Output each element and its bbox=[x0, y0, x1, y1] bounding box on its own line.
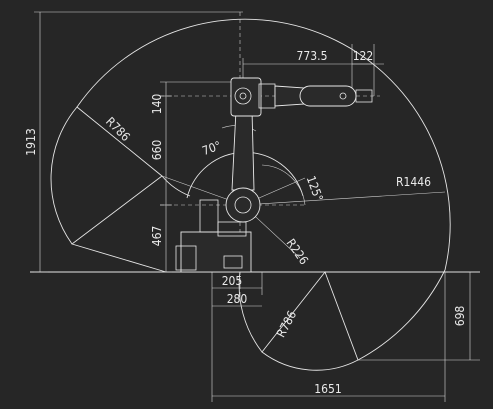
dimension-lines bbox=[34, 11, 480, 402]
j2-angle-arc bbox=[261, 164, 306, 206]
lower-height-label: 467 bbox=[150, 226, 164, 247]
base-motor bbox=[199, 199, 219, 233]
upper-offset-label: 140 bbox=[150, 94, 164, 115]
flange bbox=[355, 89, 373, 103]
inner-reach-arc-lower bbox=[238, 270, 263, 353]
wrist-joint bbox=[339, 92, 347, 100]
below-floor-label: 698 bbox=[453, 306, 467, 327]
robot-base bbox=[180, 231, 252, 273]
base-width-label: 280 bbox=[227, 292, 248, 306]
flange-label: 122 bbox=[353, 49, 374, 63]
base-top bbox=[217, 221, 247, 237]
lower-outer-arc bbox=[357, 269, 446, 361]
arm-reach-label: 773.5 bbox=[297, 49, 328, 63]
lower-reach-sector bbox=[261, 271, 359, 371]
reference-lines bbox=[30, 12, 480, 300]
robot-arm bbox=[175, 77, 373, 273]
lower-arm bbox=[231, 109, 255, 191]
inner-left-arc bbox=[161, 175, 191, 197]
rear-reach-sector bbox=[50, 106, 163, 245]
base-label bbox=[223, 255, 243, 269]
j3-joint-inner bbox=[239, 92, 247, 100]
lower-radius-label: R786 bbox=[274, 308, 300, 340]
outer-reach-arc bbox=[76, 18, 451, 271]
base-offset-label: 205 bbox=[222, 274, 243, 288]
rear-lower-link bbox=[71, 243, 167, 273]
overall-height-label: 1913 bbox=[24, 128, 38, 155]
outer-radius-line bbox=[242, 191, 446, 206]
j3-joint bbox=[234, 87, 252, 105]
base-connector bbox=[175, 245, 197, 271]
outer-radius-label: R1446 bbox=[396, 175, 431, 189]
j3-angle-label: 70° bbox=[200, 138, 223, 158]
inner-radius-label: R226 bbox=[283, 236, 311, 267]
total-width-label: 1651 bbox=[314, 382, 341, 396]
wrist bbox=[299, 85, 357, 107]
upper-arm-label: 660 bbox=[150, 140, 164, 161]
j2-angle-label: 125° bbox=[304, 174, 326, 203]
j2-joint-inner bbox=[234, 196, 252, 214]
j2-joint bbox=[225, 187, 261, 223]
